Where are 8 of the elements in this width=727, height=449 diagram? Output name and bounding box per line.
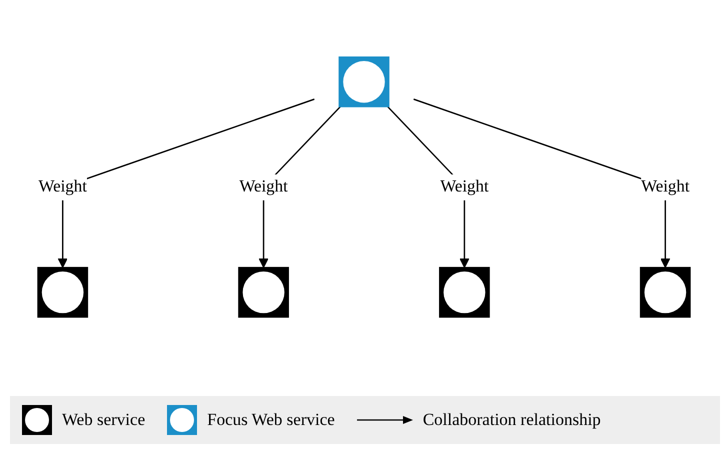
- legend-text: Web service: [62, 410, 146, 430]
- edge-label: Weight: [238, 174, 288, 200]
- edge-label: Weight: [640, 174, 690, 200]
- legend-text: Focus Web service: [207, 410, 335, 430]
- arrow: [412, 98, 670, 268]
- edge-label: Weight: [440, 174, 488, 200]
- arrow: [57, 98, 314, 268]
- legend-text: Collaboration relationship: [422, 410, 601, 430]
